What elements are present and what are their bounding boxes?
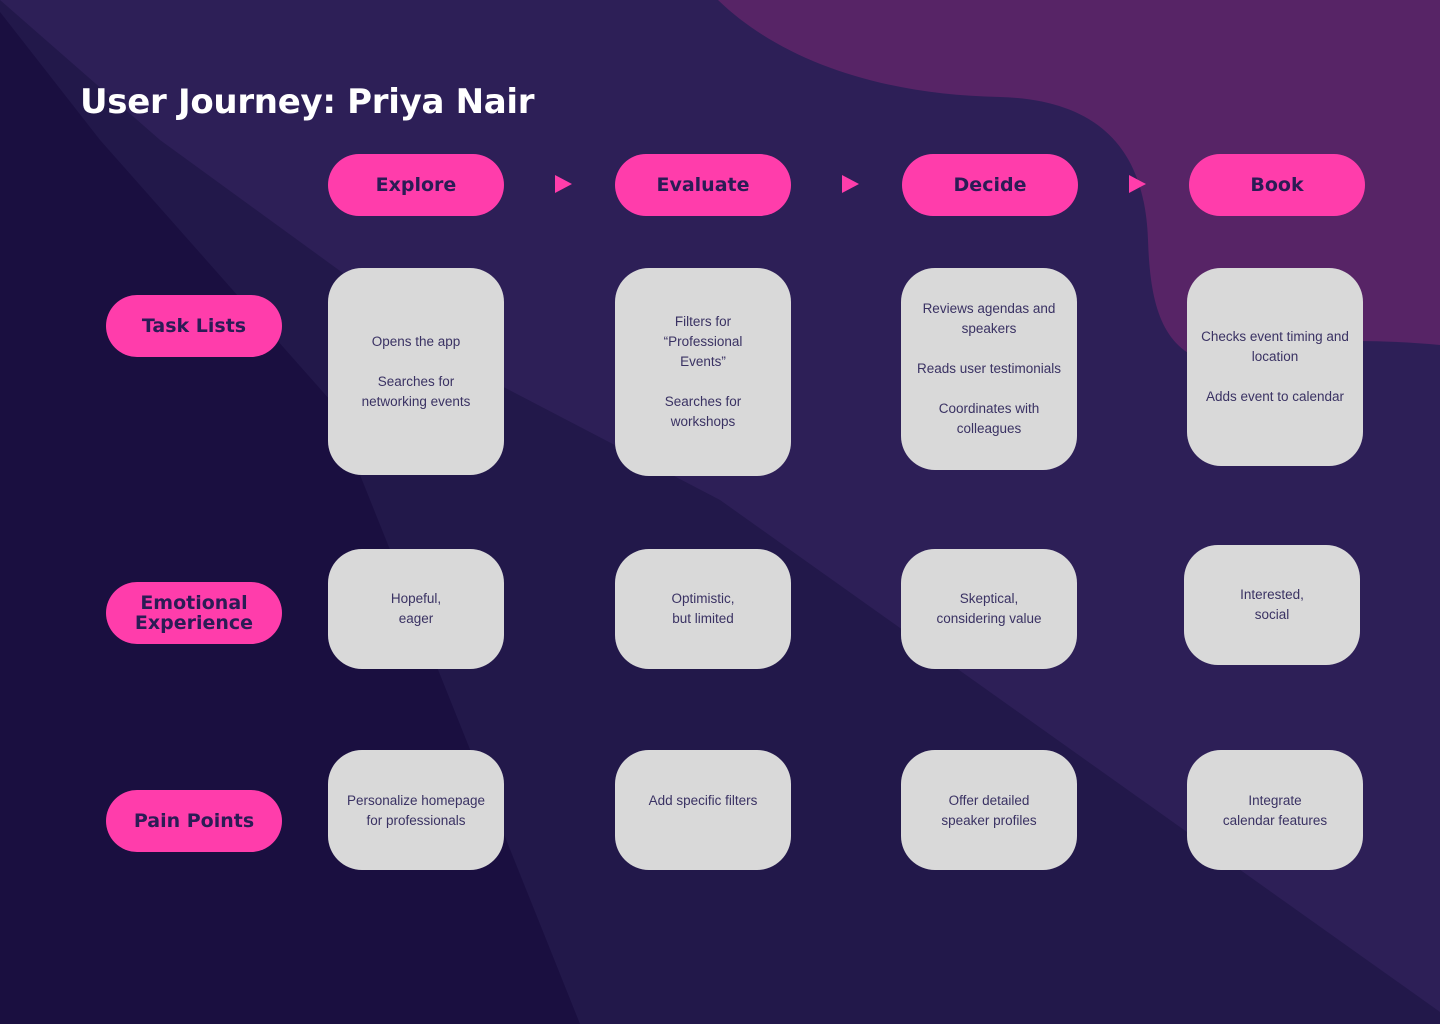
task-card-book: Checks event timing and location Adds ev… bbox=[1187, 268, 1363, 466]
arrow-right-icon bbox=[1129, 175, 1146, 193]
card-text: Reviews agendas and speakers Reads user … bbox=[916, 301, 1062, 436]
stage-book[interactable]: Book bbox=[1189, 154, 1365, 216]
pain-card-explore: Personalize homepage for professionals bbox=[328, 750, 504, 870]
page-title: User Journey: Priya Nair bbox=[80, 82, 535, 122]
emotion-card-evaluate: Optimistic, but limited bbox=[615, 549, 791, 669]
card-text: Checks event timing and location Adds ev… bbox=[1201, 329, 1349, 404]
task-card-evaluate: Filters for “Professional Events” Search… bbox=[615, 268, 791, 476]
card-text: Add specific filters bbox=[648, 793, 758, 808]
pain-card-evaluate: Add specific filters bbox=[615, 750, 791, 870]
row-label-task-lists[interactable]: Task Lists bbox=[106, 295, 282, 357]
pain-card-decide: Offer detailed speaker profiles bbox=[901, 750, 1077, 870]
card-text: Skeptical, considering value bbox=[936, 591, 1042, 626]
pain-card-book: Integrate calendar features bbox=[1187, 750, 1363, 870]
card-text: Opens the app Searches for networking ev… bbox=[361, 333, 471, 409]
arrow-right-icon bbox=[555, 175, 572, 193]
stage-evaluate[interactable]: Evaluate bbox=[615, 154, 791, 216]
task-card-decide: Reviews agendas and speakers Reads user … bbox=[901, 268, 1077, 470]
card-text: Hopeful, eager bbox=[390, 591, 442, 626]
stage-explore[interactable]: Explore bbox=[328, 154, 504, 216]
card-text: Personalize homepage for professionals bbox=[346, 793, 486, 828]
card-text: Optimistic, but limited bbox=[671, 591, 735, 626]
card-text: Integrate calendar features bbox=[1222, 793, 1328, 828]
emotion-card-book: Interested, social bbox=[1184, 545, 1360, 665]
task-card-explore: Opens the app Searches for networking ev… bbox=[328, 268, 504, 475]
row-label-pain-points[interactable]: Pain Points bbox=[106, 790, 282, 852]
arrow-right-icon bbox=[842, 175, 859, 193]
emotion-card-decide: Skeptical, considering value bbox=[901, 549, 1077, 669]
card-text: Offer detailed speaker profiles bbox=[941, 793, 1037, 828]
emotion-card-explore: Hopeful, eager bbox=[328, 549, 504, 669]
card-text: Interested, social bbox=[1240, 587, 1304, 622]
row-label-emotional-experience[interactable]: Emotional Experience bbox=[106, 582, 282, 644]
card-text: Filters for “Professional Events” Search… bbox=[663, 314, 743, 429]
stage-decide[interactable]: Decide bbox=[902, 154, 1078, 216]
